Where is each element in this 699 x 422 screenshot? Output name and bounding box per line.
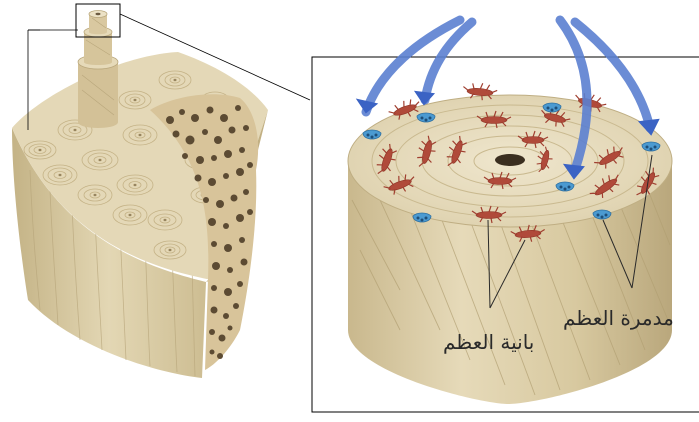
osteon-cylinder [78,11,118,129]
osteoclast-label: مدمرة العظم [563,306,674,330]
osteoblast-label: بانية العظم [443,330,534,354]
enlarged-osteon [348,95,672,404]
